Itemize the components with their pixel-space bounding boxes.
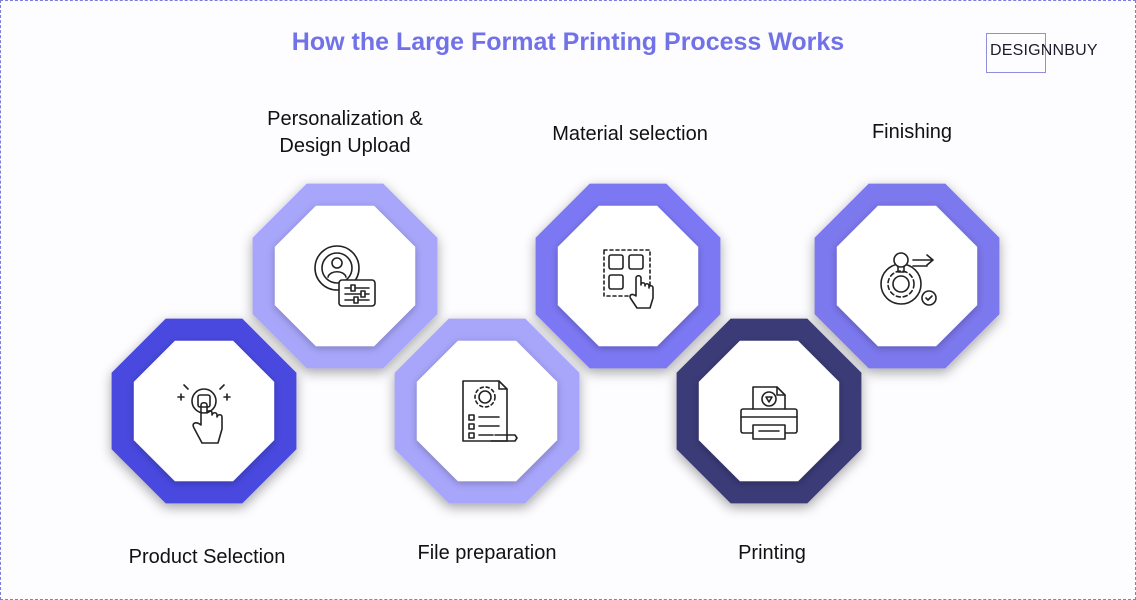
user-settings-icon [314,245,376,307]
logo-box [986,33,1046,73]
diagram-title: How the Large Format Printing Process Wo… [291,28,845,56]
step-node-file [394,318,580,504]
octagon-inner [416,340,558,482]
step-label-product: Product Selection [128,546,286,568]
step-node-printing [676,318,862,504]
document-gear-icon [462,380,518,442]
octagon-inner [836,205,978,347]
step-label-printing: Printing [738,542,806,564]
step-node-material [535,183,721,369]
brand-logo: DESIGNNBUY [986,33,1114,73]
step-label-material: Material selection [552,123,708,145]
octagon-inner [133,340,275,482]
gear-lightbulb-icon [880,252,937,306]
step-node-product [111,318,297,504]
step-label-finishing: Finishing [871,121,953,143]
step-label-file: File preparation [417,542,557,564]
step-node-finishing [814,183,1000,369]
octagon-inner [557,205,699,347]
hand-press-button-icon [177,384,231,444]
brand-name: DESIGNNBUY [990,42,1098,59]
printer-icon [740,386,798,440]
step-label-personalization: Personalization & Design Upload [267,108,423,157]
octagon-inner [698,340,840,482]
grid-select-icon [603,249,654,309]
